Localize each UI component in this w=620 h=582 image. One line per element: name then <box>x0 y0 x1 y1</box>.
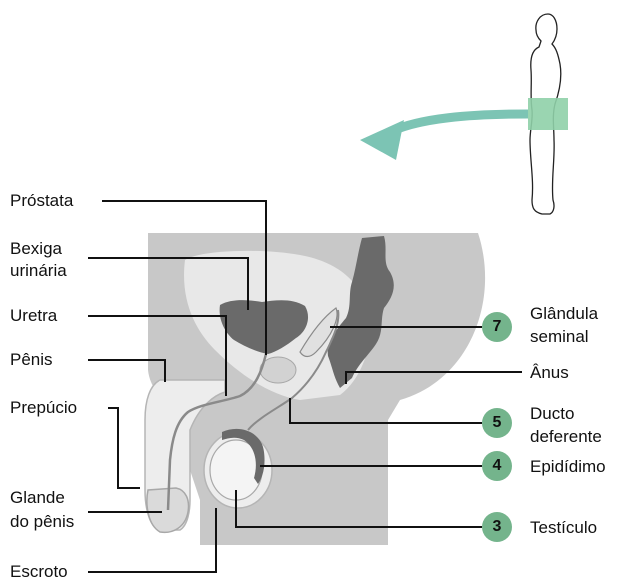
region-highlight <box>528 98 568 130</box>
label-glande-line2: do pênis <box>10 511 74 532</box>
label-uretra: Uretra <box>10 305 57 326</box>
label-testiculo: Testículo <box>530 517 597 538</box>
view-arrow-icon <box>390 114 528 132</box>
badge-testiculo: 3 <box>482 512 512 542</box>
label-glande-line1: Glande <box>10 487 65 508</box>
label-bexiga-line2: urinária <box>10 260 67 281</box>
label-ducto-line1: Ducto <box>530 403 574 424</box>
label-ducto-line2: deferente <box>530 426 602 447</box>
arrow-head <box>360 120 404 160</box>
leader-prepucio <box>108 408 140 488</box>
label-prepucio: Prepúcio <box>10 397 77 418</box>
badge-ducto: 5 <box>482 408 512 438</box>
badge-epididimo: 4 <box>482 451 512 481</box>
label-bexiga-line1: Bexiga <box>10 238 62 259</box>
label-epididimo: Epidídimo <box>530 456 606 477</box>
label-penis: Pênis <box>10 349 53 370</box>
label-anus: Ânus <box>530 362 569 383</box>
label-glandula-line1: Glândula <box>530 303 598 324</box>
badge-glandula: 7 <box>482 312 512 342</box>
label-glandula-line2: seminal <box>530 326 589 347</box>
label-prostata: Próstata <box>10 190 73 211</box>
